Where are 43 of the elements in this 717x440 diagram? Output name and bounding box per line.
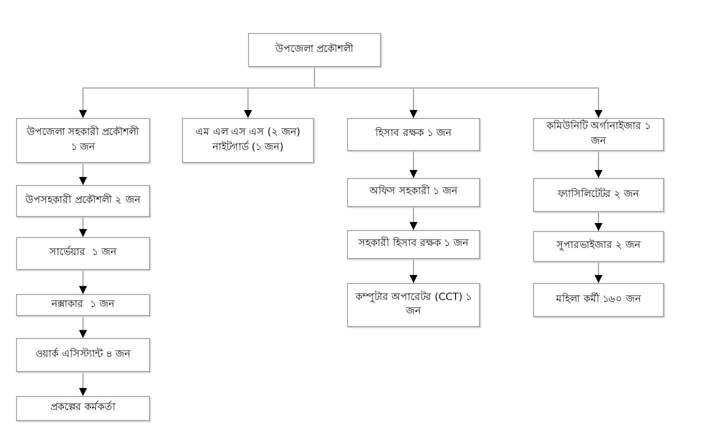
position-box — [347, 230, 480, 259]
connector-arrow — [410, 258, 418, 284]
position-label: কম্পুটার অপারেটর (CCT) ১ জন — [354, 290, 473, 319]
connector-arrow — [79, 162, 87, 186]
position-box — [533, 231, 664, 262]
connector-arrow — [594, 150, 602, 178]
connector-arrow — [410, 150, 418, 178]
connector-arrow — [594, 212, 602, 232]
position-box — [347, 283, 480, 327]
position-box — [182, 118, 314, 163]
position-label: এম এল এস এস (২ জন) নাইটগার্ড (১ জন) — [194, 126, 302, 154]
position-box — [248, 33, 381, 67]
connector-arrow — [79, 372, 87, 396]
position-label: সুপারভাইজার ২ জন — [556, 239, 641, 254]
position-label: উপজেলা প্রকৌশলী — [275, 42, 354, 57]
position-label: ফ্যাসিলিটেটর ২ জন — [558, 188, 640, 202]
position-box — [16, 338, 150, 372]
position-label: উপজেলা সহকারী প্রকৌশলী ১ জন — [26, 126, 140, 154]
position-box — [533, 283, 664, 317]
position-box — [347, 118, 480, 151]
position-label: নক্সাকার ১ জন — [52, 298, 114, 312]
position-box — [16, 396, 150, 421]
connector-arrow — [79, 316, 87, 338]
position-box — [533, 178, 664, 212]
position-label: সার্ভেয়ার ১ জন — [50, 246, 116, 260]
position-label: ওয়ার্ক এসিস্ট্যান্ট ৪ জন — [36, 348, 130, 362]
position-box — [347, 178, 480, 207]
position-label: সহকারী হিসাব রক্ষক ১ জন — [358, 237, 468, 252]
connector-arrow — [79, 270, 87, 294]
position-box — [16, 118, 150, 163]
position-label: প্রকল্পের কর্মকর্তা — [50, 401, 116, 416]
position-label: মহিলা কর্মী ১৬০ জন — [556, 292, 641, 307]
position-label: অফিস সহকারী ১ জন — [370, 185, 458, 200]
position-box — [16, 185, 150, 217]
position-label: হিসাব রক্ষক ১ জন — [376, 127, 452, 142]
connector-arrow — [594, 262, 602, 284]
connector-arrow — [410, 206, 418, 230]
position-box — [533, 118, 664, 151]
connector-arrow — [79, 216, 87, 238]
position-label: উপসহকারী প্রকৌশলী ২ জন — [26, 194, 140, 208]
position-box — [16, 237, 150, 270]
position-box — [16, 294, 150, 316]
position-label: কমিউনিটি অর্গানাইজার ১ জন — [545, 120, 652, 148]
